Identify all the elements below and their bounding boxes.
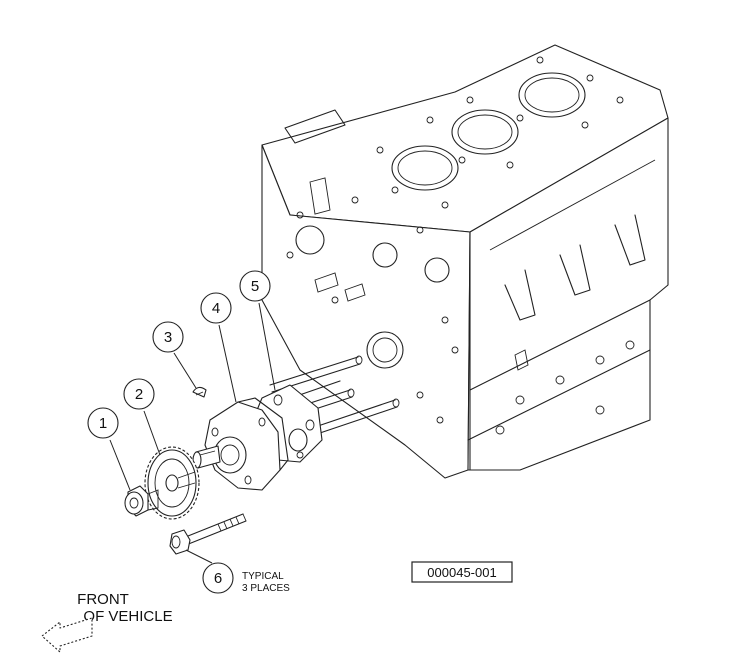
pump-bolt <box>169 513 247 555</box>
front-label-line1: FRONT <box>77 591 129 608</box>
callout-3: 3 <box>152 321 197 389</box>
callout-2: 2 <box>123 378 161 456</box>
callout-4: 4 <box>200 292 237 403</box>
callout-1: 1 <box>87 407 131 491</box>
reference-number-box: 000045-001 <box>411 561 513 583</box>
typical-note-line1: TYPICAL <box>242 571 284 582</box>
callout-number: 4 <box>212 300 220 317</box>
flange-nut <box>124 485 159 517</box>
callout-number: 5 <box>251 278 259 295</box>
front-label-line2: OF VEHICLE <box>83 608 172 625</box>
callout-number: 1 <box>99 415 107 432</box>
woodruff-key <box>192 386 207 398</box>
engine-block <box>261 44 669 479</box>
callout-number: 3 <box>164 329 172 346</box>
callout-number: 2 <box>135 386 143 403</box>
callout-6: 6 <box>185 549 234 594</box>
callout-number: 6 <box>214 570 222 587</box>
callout-5: 5 <box>239 270 276 391</box>
drive-gear <box>144 446 200 520</box>
front-direction-arrow-icon <box>41 617 93 653</box>
oil-pump <box>192 397 289 491</box>
typical-note-line2: 3 PLACES <box>242 583 290 594</box>
reference-number: 000045-001 <box>427 565 496 580</box>
